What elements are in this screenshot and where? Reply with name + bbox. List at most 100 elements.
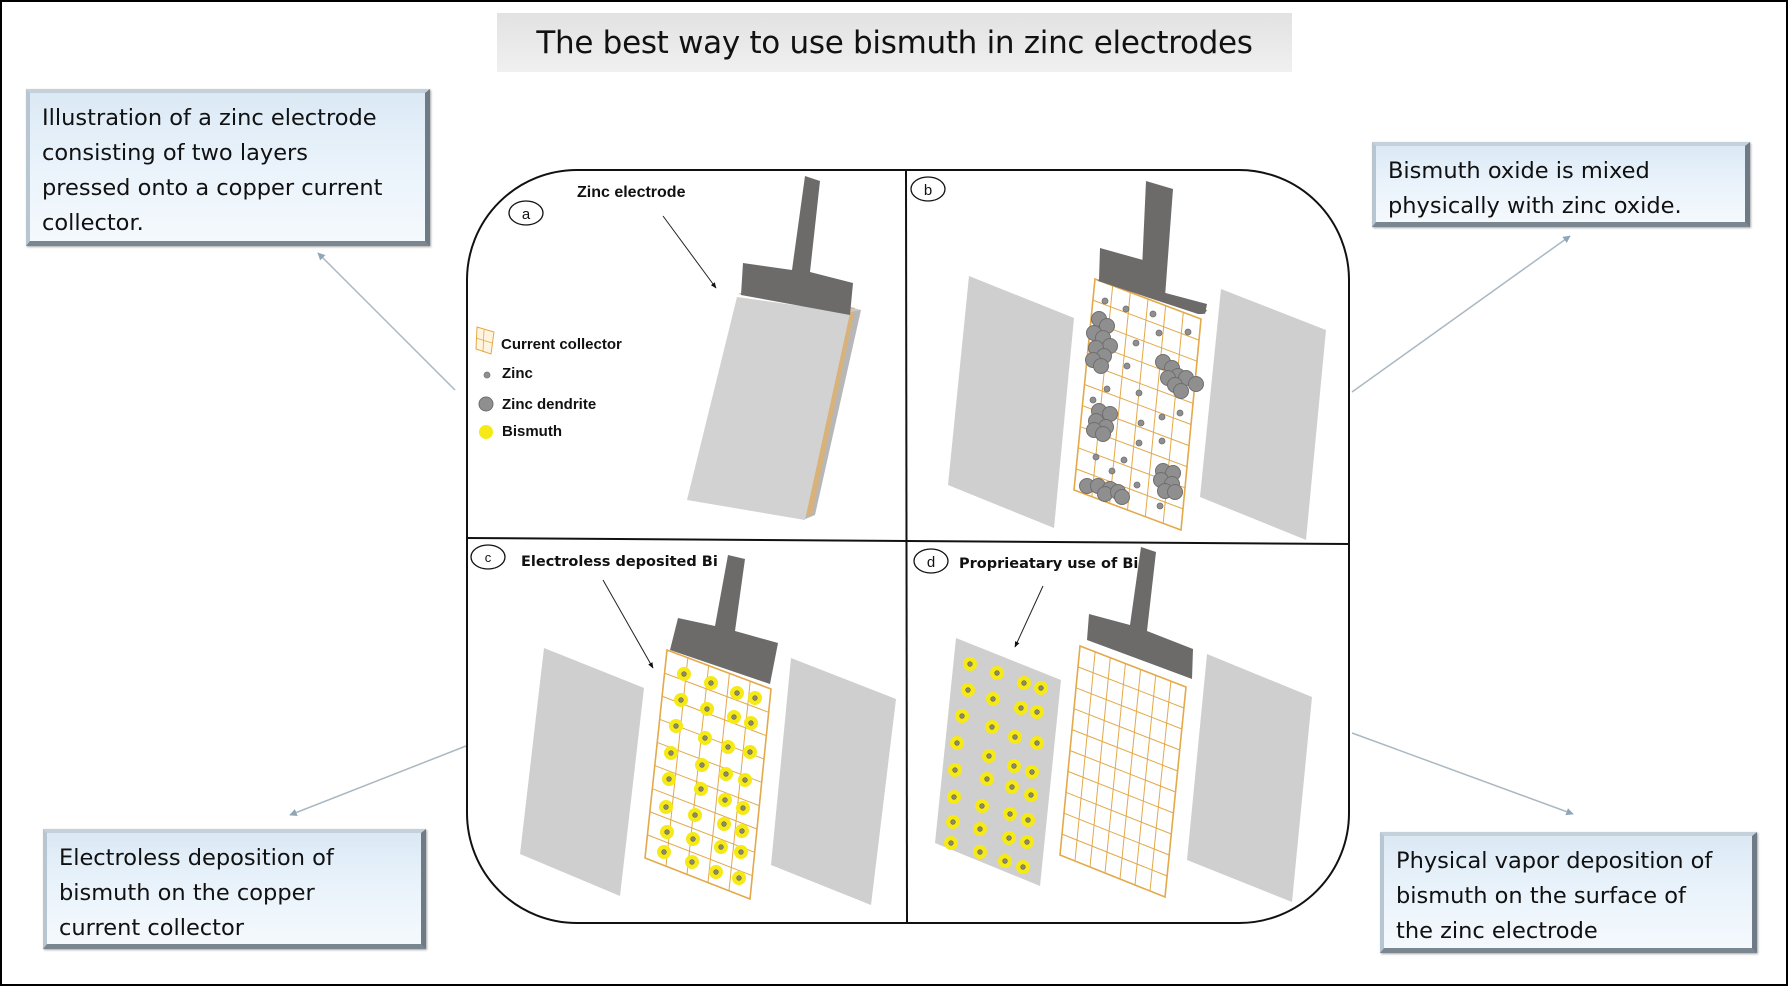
bismuth-core	[1012, 734, 1018, 740]
zinc-particle	[1158, 437, 1166, 445]
bismuth-core	[1002, 858, 1008, 864]
zinc-dendrite	[1093, 358, 1109, 374]
zinc-particle	[1135, 389, 1143, 397]
bismuth-core	[994, 670, 1000, 676]
grid-line	[647, 834, 753, 877]
zinc-dendrite	[1173, 383, 1189, 399]
bismuth-core	[702, 735, 708, 741]
grid-line	[1071, 729, 1178, 772]
panel-label-c: c	[485, 550, 492, 565]
legend: Current collector Zinc Zinc dendrite Bis…	[475, 326, 622, 440]
callout-text: Physical vapor deposition of bismuth on …	[1396, 848, 1713, 944]
bismuth-core	[718, 844, 724, 850]
electrode-copper-edge	[805, 306, 855, 516]
bismuth-core	[663, 804, 669, 810]
grid-line	[1075, 687, 1182, 730]
connector-arrow-bottom-left	[289, 745, 467, 817]
bismuth-core	[967, 661, 973, 667]
panel-label-b-circle	[910, 176, 946, 202]
zinc-particle	[1176, 409, 1184, 417]
zinc-particle	[1156, 502, 1164, 510]
panel-divider-horizontal	[466, 537, 1350, 545]
bismuth-core	[742, 777, 748, 783]
zinc-dendrite	[1114, 489, 1130, 505]
legend-label-zinc-dendrite: Zinc dendrite	[502, 396, 596, 413]
grid-line	[728, 681, 751, 891]
panel-label-a: a	[522, 206, 531, 223]
electrode-tab	[670, 555, 778, 684]
grid-line	[1084, 384, 1192, 425]
bismuth-particles	[657, 667, 762, 885]
bismuth-core	[959, 713, 965, 719]
bismuth-core	[725, 744, 731, 750]
electrode-tab-bar	[1099, 248, 1207, 314]
bismuth-core	[977, 849, 983, 855]
electrode-front-face	[687, 297, 850, 520]
callout-text: Bismuth oxide is mixed physically with z…	[1388, 158, 1682, 219]
zinc-dendrite	[1167, 484, 1183, 500]
grid-line	[1073, 708, 1180, 751]
electrode-tab	[741, 176, 853, 315]
bismuth-core	[721, 821, 727, 827]
zinc-particle	[1184, 328, 1192, 336]
bismuth-core	[738, 849, 744, 855]
title-banner: The best way to use bismuth in zinc elec…	[497, 13, 1292, 72]
bismuth-core	[952, 767, 958, 773]
callout-electroless-deposition: Electroless deposition of bismuth on the…	[43, 829, 426, 949]
panel-label-a-circle	[508, 200, 544, 226]
bismuth-core	[704, 706, 710, 712]
bismuth-core	[698, 786, 704, 792]
bismuth-core	[708, 680, 714, 686]
zinc-particle	[1158, 413, 1166, 421]
panel-d: d Proprieatary use of Bi	[913, 547, 1312, 902]
bismuth-core	[722, 797, 728, 803]
grid-line	[1075, 468, 1184, 510]
zinc-dendrite	[1188, 376, 1204, 392]
bismuth-core	[740, 805, 746, 811]
zinc-particle	[1133, 481, 1141, 489]
annotation-zinc-electrode: Zinc electrode	[577, 184, 686, 201]
bismuth-core	[747, 749, 753, 755]
annotation-arrow-d	[1014, 585, 1044, 648]
bismuth-core	[948, 840, 954, 846]
callout-text: Illustration of a zinc electrode consist…	[42, 105, 383, 236]
panel-label-c-circle	[470, 544, 506, 570]
callout-two-layer-electrode: Illustration of a zinc electrode consist…	[26, 89, 430, 246]
zinc-particle	[1089, 396, 1097, 404]
zinc-particle	[1120, 456, 1128, 464]
separator-right	[771, 658, 896, 905]
bismuth-core	[731, 714, 737, 720]
bismuth-core	[681, 671, 687, 677]
grid-line	[652, 788, 758, 830]
bismuth-core	[723, 771, 729, 777]
annotation-arrow-c	[602, 579, 654, 669]
electrode-tab	[1087, 547, 1193, 679]
zinc-particle	[1149, 310, 1157, 318]
bismuth-core	[986, 753, 992, 759]
zinc-particle	[1135, 439, 1143, 447]
bismuth-core	[692, 812, 698, 818]
bismuth-particles	[944, 657, 1048, 874]
annotation-electroless-bi: Electroless deposited Bi	[521, 554, 718, 570]
callout-mixed-oxide: Bismuth oxide is mixed physically with z…	[1372, 142, 1750, 227]
grid-line	[1069, 750, 1176, 793]
bismuth-core	[1011, 763, 1017, 769]
bismuth-core	[736, 875, 742, 881]
bismuth-core	[950, 819, 956, 825]
bismuth-core	[1029, 769, 1035, 775]
separator-right	[1187, 654, 1312, 902]
zinc-dendrite	[1095, 426, 1111, 442]
legend-label-current-collector: Current collector	[501, 336, 622, 353]
grid-line	[1065, 791, 1172, 835]
grid-line	[1077, 666, 1185, 709]
annotation-arrow-a	[662, 215, 717, 289]
bismuth-core	[1028, 792, 1034, 798]
bismuth-core	[990, 696, 996, 702]
grid-line	[1092, 299, 1200, 341]
zinc-dendrite	[1097, 486, 1113, 502]
bismuth-core	[678, 697, 684, 703]
separator-left	[520, 648, 644, 896]
zinc-particle	[1103, 385, 1111, 393]
bismuth-core	[664, 829, 670, 835]
